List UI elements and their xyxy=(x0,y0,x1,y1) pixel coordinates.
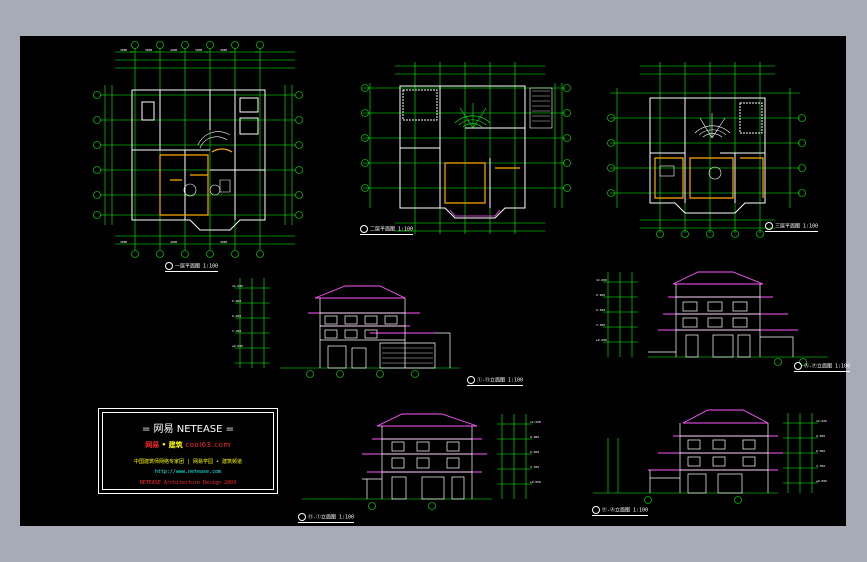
svg-text:3600: 3600 xyxy=(195,48,202,52)
svg-text:6.600: 6.600 xyxy=(232,314,241,318)
svg-text:9.900: 9.900 xyxy=(596,293,605,297)
svg-text:3.300: 3.300 xyxy=(816,464,825,468)
svg-text:9.900: 9.900 xyxy=(232,299,241,303)
elevation-4: 12.600 9.900 6.600 3.300 ±0.000 xyxy=(593,409,827,504)
floor-plan-1: 3900 3600 4200 3600 3900 3900 4200 3900 xyxy=(93,41,303,258)
svg-text:9.900: 9.900 xyxy=(530,435,539,439)
cad-drawing-area[interactable]: 3900 3600 4200 3600 3900 3900 4200 3900 一层平面图 … xyxy=(20,36,851,526)
svg-text:±0.000: ±0.000 xyxy=(530,480,541,484)
title-block-line1: 中国建筑师网络专家团 | 网易学园 • 建筑频道 xyxy=(133,459,243,465)
svg-text:±0.000: ±0.000 xyxy=(596,338,607,342)
svg-text:±0.000: ±0.000 xyxy=(232,344,243,348)
svg-text:9.900: 9.900 xyxy=(816,434,825,438)
svg-text:4200: 4200 xyxy=(170,240,177,244)
elevation-3: 12.600 9.900 6.600 3.300 ±0.000 xyxy=(302,413,541,510)
svg-text:12.600: 12.600 xyxy=(232,284,243,288)
svg-text:3900: 3900 xyxy=(120,240,127,244)
svg-text:3.300: 3.300 xyxy=(232,329,241,333)
svg-text:3600: 3600 xyxy=(145,48,152,52)
plan3-label: 三层平面图 1:100 xyxy=(765,222,819,232)
svg-text:12.600: 12.600 xyxy=(596,278,607,282)
elevation-2: 12.600 9.900 6.600 3.300 ±0.000 xyxy=(596,271,828,366)
title-block-header: 网易 NETEASE xyxy=(103,420,273,435)
svg-text:3900: 3900 xyxy=(220,48,227,52)
site-b: • 建筑 xyxy=(161,441,183,449)
svg-text:6.600: 6.600 xyxy=(596,308,605,312)
title-block-line2: http://www.netease.com xyxy=(154,469,222,475)
svg-text:12.600: 12.600 xyxy=(530,420,541,424)
title-block: 网易 NETEASE 网易 • 建筑 cool63.com 中国建筑师网络专家团… xyxy=(98,408,278,494)
elevation4-label: Ⓕ-Ⓐ立面图 1:100 xyxy=(592,506,649,516)
floor-plan-3 xyxy=(607,62,806,238)
header-brand: NETEASE xyxy=(176,424,223,435)
svg-text:3.300: 3.300 xyxy=(530,465,539,469)
svg-text:4200: 4200 xyxy=(170,48,177,52)
title-block-inner: 网易 NETEASE 网易 • 建筑 cool63.com 中国建筑师网络专家团… xyxy=(102,412,274,490)
svg-text:12.600: 12.600 xyxy=(816,419,827,423)
elevation2-label: Ⓐ-Ⓕ立面图 1:100 xyxy=(794,362,851,372)
elevation-1: 12.600 9.900 6.600 3.300 ±0.000 xyxy=(232,278,460,378)
site-a: 网易 xyxy=(145,441,162,449)
title-block-line3: NETEASE Architecture Design 2003 xyxy=(139,480,237,486)
plan2-label: 二层平面图 1:100 xyxy=(360,225,414,235)
plan1-label: 一层平面图 1:100 xyxy=(165,262,219,272)
elevation3-label: ⑪-①立面图 1:100 xyxy=(298,513,355,523)
svg-text:3900: 3900 xyxy=(220,240,227,244)
site-c: cool63.com xyxy=(182,441,231,449)
svg-text:±0.000: ±0.000 xyxy=(816,479,827,483)
elevation1-label: ①-⑪立面图 1:100 xyxy=(467,376,524,386)
floor-plan-2 xyxy=(361,62,571,234)
svg-text:6.600: 6.600 xyxy=(530,450,539,454)
svg-text:3.300: 3.300 xyxy=(596,323,605,327)
title-block-site: 网易 • 建筑 cool63.com xyxy=(103,440,273,450)
svg-text:6.600: 6.600 xyxy=(816,449,825,453)
header-cn: 网易 xyxy=(153,424,174,435)
svg-text:3900: 3900 xyxy=(120,48,127,52)
